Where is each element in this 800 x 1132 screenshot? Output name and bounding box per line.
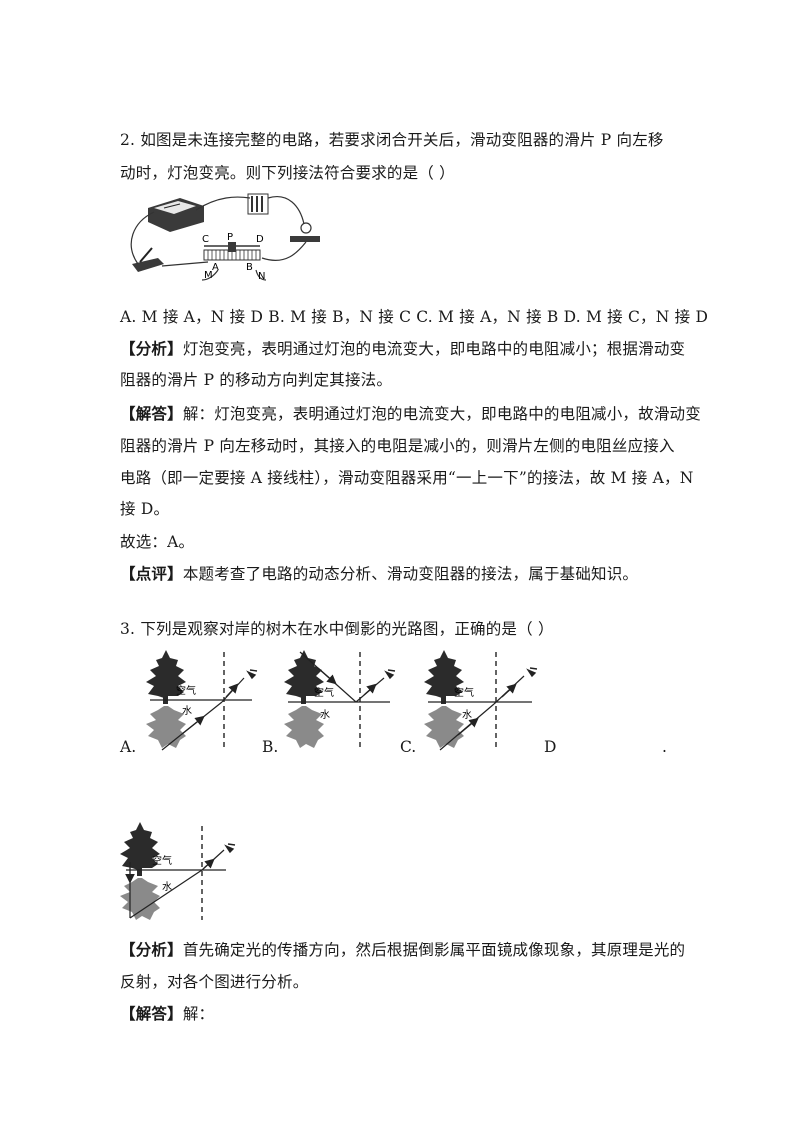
answer-text: 解： bbox=[182, 1005, 215, 1023]
q2-stem-line2: 动时，灯泡变亮。则下列接法符合要求的是（ ） bbox=[120, 164, 455, 182]
q2-comment-line: 【点评】本题考查了电路的动态分析、滑动变阻器的接法，属于基础知识。 bbox=[120, 562, 638, 584]
q2-answer-line1: 【解答】解：灯泡变亮，表明通过灯泡的电流变大，即电路中的电阻减小，故滑动变 bbox=[120, 402, 701, 424]
figure-a: 空气 水 bbox=[146, 650, 258, 751]
q2-analysis-line1: 【分析】灯泡变亮，表明通过灯泡的电流变大，即电路中的电阻减小；根据滑动变 bbox=[120, 337, 685, 359]
q3-analysis-line1: 【分析】首先确定光的传播方向，然后根据倒影属平面镜成像现象，其原理是光的 bbox=[120, 938, 685, 960]
air-label: 空气 bbox=[454, 686, 474, 699]
q3-stem: 3. 下列是观察对岸的树木在水中倒影的光路图，正确的是（ ） bbox=[120, 620, 554, 638]
label-d: D bbox=[256, 234, 264, 245]
ammeter-icon bbox=[148, 198, 204, 232]
q2-answer-line3: 电路（即一定要接 A 接线柱），滑动变阻器采用“一上一下”的接法，故 M 接 A… bbox=[120, 469, 694, 487]
figure-b: 空气 水 bbox=[284, 650, 396, 750]
label-n: N bbox=[258, 271, 265, 282]
q2-options: A. M 接 A，N 接 D B. M 接 B，N 接 C C. M 接 A，N… bbox=[120, 308, 709, 326]
analysis-text: 灯泡变亮，表明通过灯泡的电流变大，即电路中的电阻减小；根据滑动变 bbox=[182, 340, 686, 358]
q2-choice: 故选：A。 bbox=[120, 533, 195, 551]
water-label: 水 bbox=[182, 705, 192, 717]
figure-c: 空气 水 bbox=[424, 650, 538, 751]
q2-answer-line4: 接 D。 bbox=[120, 500, 170, 518]
q3-analysis-line2: 反射，对各个图进行分析。 bbox=[120, 973, 309, 991]
label-m: M bbox=[204, 270, 213, 281]
air-label: 空气 bbox=[176, 684, 196, 697]
option-end-dot: . bbox=[662, 738, 667, 756]
q2-answer-line2: 阻器的滑片 P 向左移动时，其接入的电阻是减小的，则滑片左侧的电阻丝应接入 bbox=[120, 437, 675, 455]
switch-icon bbox=[132, 247, 164, 272]
water-label: 水 bbox=[462, 709, 472, 721]
comment-text: 本题考查了电路的动态分析、滑动变阻器的接法，属于基础知识。 bbox=[182, 565, 639, 583]
air-label: 空气 bbox=[314, 686, 334, 699]
q2-stem-line1: 2. 如图是未连接完整的电路，若要求闭合开关后，滑动变阻器的滑片 P 向左移 bbox=[120, 131, 664, 149]
q2-analysis-line2: 阻器的滑片 P 的移动方向判定其接法。 bbox=[120, 371, 393, 389]
label-p: P bbox=[227, 232, 233, 243]
answer-tag: 【解答】 bbox=[120, 404, 183, 423]
battery-icon bbox=[247, 193, 269, 215]
answer-text: 解：灯泡变亮，表明通过灯泡的电流变大，即电路中的电阻减小，故滑动变 bbox=[182, 405, 701, 423]
answer-tag: 【解答】 bbox=[120, 1004, 183, 1023]
option-d-label: D bbox=[544, 738, 557, 756]
bulb-icon bbox=[290, 222, 320, 242]
comment-tag: 【点评】 bbox=[120, 564, 183, 583]
air-label: 空气 bbox=[152, 854, 172, 867]
label-c: C bbox=[202, 234, 209, 245]
rheostat-icon bbox=[203, 242, 261, 261]
option-c-label: C. bbox=[400, 738, 417, 756]
figure-d: 空气 水 bbox=[120, 822, 236, 920]
analysis-text: 首先确定光的传播方向，然后根据倒影属平面镜成像现象，其原理是光的 bbox=[182, 941, 686, 959]
analysis-tag: 【分析】 bbox=[120, 339, 183, 358]
option-b-label: B. bbox=[262, 738, 279, 756]
q3-answer-line: 【解答】解： bbox=[120, 1002, 214, 1024]
water-label: 水 bbox=[320, 709, 330, 721]
analysis-tag: 【分析】 bbox=[120, 940, 183, 959]
label-b: B bbox=[246, 262, 253, 273]
water-label: 水 bbox=[162, 881, 172, 893]
label-a: A bbox=[212, 262, 219, 273]
option-a-label: A. bbox=[120, 738, 137, 756]
circuit-figure: C P D A B M N bbox=[130, 193, 320, 282]
